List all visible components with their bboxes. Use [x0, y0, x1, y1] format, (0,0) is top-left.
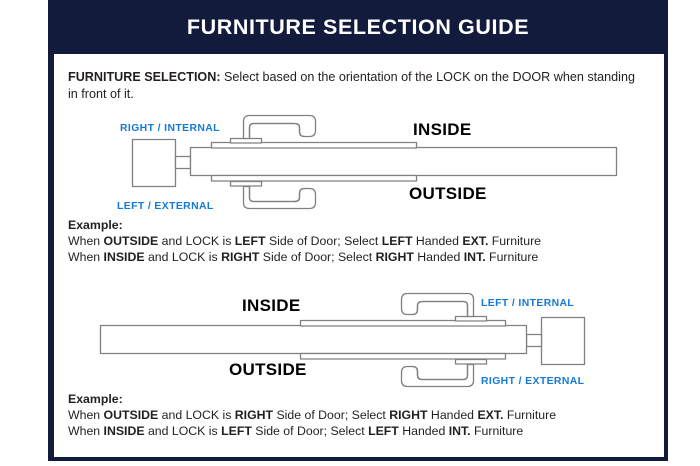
txt: Handed [427, 407, 478, 422]
txt-b: INT. [448, 423, 471, 438]
door-diagram-lock-left: RIGHT / INTERNAL LEFT / EXTERNAL INSIDE … [54, 114, 664, 214]
txt-b: RIGHT [221, 249, 260, 264]
txt: and LOCK is [144, 249, 222, 264]
door-leaf [189, 146, 618, 177]
txt: Furniture [488, 233, 541, 248]
txt: and LOCK is [158, 407, 235, 422]
txt-b: RIGHT [234, 407, 274, 422]
example-block-1: Example: When OUTSIDE and LOCK is LEFT S… [68, 218, 658, 265]
txt-b: EXT. [462, 233, 489, 248]
intro-lead: FURNITURE SELECTION: [68, 70, 221, 84]
latch-stub [174, 155, 192, 170]
lever-handle-inside-inner [411, 300, 469, 318]
txt-b: INSIDE [103, 423, 145, 438]
lever-handle-inside-outer [242, 114, 317, 140]
txt: Handed [412, 233, 463, 248]
example-1-heading: Example: [68, 218, 123, 232]
example-block-2: Example: When OUTSIDE and LOCK is RIGHT … [68, 392, 658, 439]
lock-body [131, 138, 177, 188]
side-label-inside: INSIDE [242, 296, 301, 315]
lever-handle-outside-outer [242, 185, 317, 210]
spindle-collar-inside [229, 137, 263, 144]
txt-b: OUTSIDE [103, 233, 159, 248]
page-title: FURNITURE SELECTION GUIDE [186, 15, 530, 39]
guide-header: FURNITURE SELECTION GUIDE [49, 1, 667, 54]
rose-plate-outside [210, 174, 418, 182]
example-1-line-2: When INSIDE and LOCK is RIGHT Side of Do… [68, 250, 658, 266]
lever-handle-outside-outer [400, 363, 475, 388]
txt-b: LEFT [368, 423, 399, 438]
txt: Furniture [470, 423, 524, 438]
lever-handle-outside-inner [411, 363, 469, 381]
txt: When [68, 423, 104, 438]
lock-label-left-external: LEFT / EXTERNAL [117, 201, 214, 212]
txt: Side of Door; Select [251, 423, 369, 438]
txt: and LOCK is [158, 233, 235, 248]
example-1-line-1: When OUTSIDE and LOCK is LEFT Side of Do… [68, 234, 658, 250]
example-2-line-2: When INSIDE and LOCK is LEFT Side of Doo… [68, 424, 658, 440]
txt: When [68, 249, 104, 264]
lever-handle-inside-outer [400, 292, 475, 318]
side-label-outside: OUTSIDE [229, 360, 307, 379]
txt: Furniture [503, 407, 557, 422]
intro-body: Select based on the orientation of the L… [68, 70, 635, 101]
txt: and LOCK is [144, 423, 222, 438]
door-diagram-lock-right: LEFT / INTERNAL RIGHT / EXTERNAL INSIDE … [54, 286, 664, 396]
intro-text: FURNITURE SELECTION: Select based on the… [68, 69, 648, 102]
example-2-heading: Example: [68, 392, 123, 406]
door-diagram-lock-right-svg [99, 292, 586, 388]
txt: Side of Door; Select [265, 233, 382, 248]
side-label-outside: OUTSIDE [409, 184, 487, 203]
txt: Side of Door; Select [259, 249, 376, 264]
rose-plate-outside [299, 352, 507, 360]
latch-stub [525, 333, 543, 348]
rose-plate-inside [299, 319, 507, 327]
txt-b: RIGHT [375, 249, 414, 264]
lock-body [540, 316, 586, 366]
txt-b: INT. [463, 249, 486, 264]
txt: When [68, 407, 104, 422]
txt-b: INSIDE [103, 249, 145, 264]
txt: Furniture [485, 249, 539, 264]
txt: When [68, 233, 104, 248]
txt-b: EXT. [477, 407, 504, 422]
lock-label-right-internal: RIGHT / INTERNAL [120, 123, 220, 134]
door-diagram-lock-left-svg [131, 114, 618, 210]
furniture-selection-guide-card: FURNITURE SELECTION GUIDE FURNITURE SELE… [48, 0, 668, 461]
txt-b: LEFT [234, 233, 266, 248]
rose-plate-inside [210, 141, 418, 149]
lock-label-right-external: RIGHT / EXTERNAL [481, 376, 585, 387]
txt-b: LEFT [221, 423, 252, 438]
txt: Handed [398, 423, 449, 438]
lever-handle-outside-inner [248, 185, 306, 203]
txt-b: OUTSIDE [103, 407, 159, 422]
txt-b: LEFT [381, 233, 413, 248]
example-2-line-1: When OUTSIDE and LOCK is RIGHT Side of D… [68, 408, 658, 424]
lock-label-left-internal: LEFT / INTERNAL [481, 298, 575, 309]
txt-b: RIGHT [389, 407, 428, 422]
txt: Handed [413, 249, 464, 264]
spindle-collar-inside [454, 315, 488, 322]
lever-handle-inside-inner [248, 122, 306, 140]
txt: Side of Door; Select [273, 407, 390, 422]
side-label-inside: INSIDE [413, 120, 472, 139]
guide-body-panel: FURNITURE SELECTION: Select based on the… [54, 54, 664, 457]
spindle-collar-outside [454, 358, 488, 365]
door-leaf [99, 324, 528, 355]
spindle-collar-outside [229, 180, 263, 187]
